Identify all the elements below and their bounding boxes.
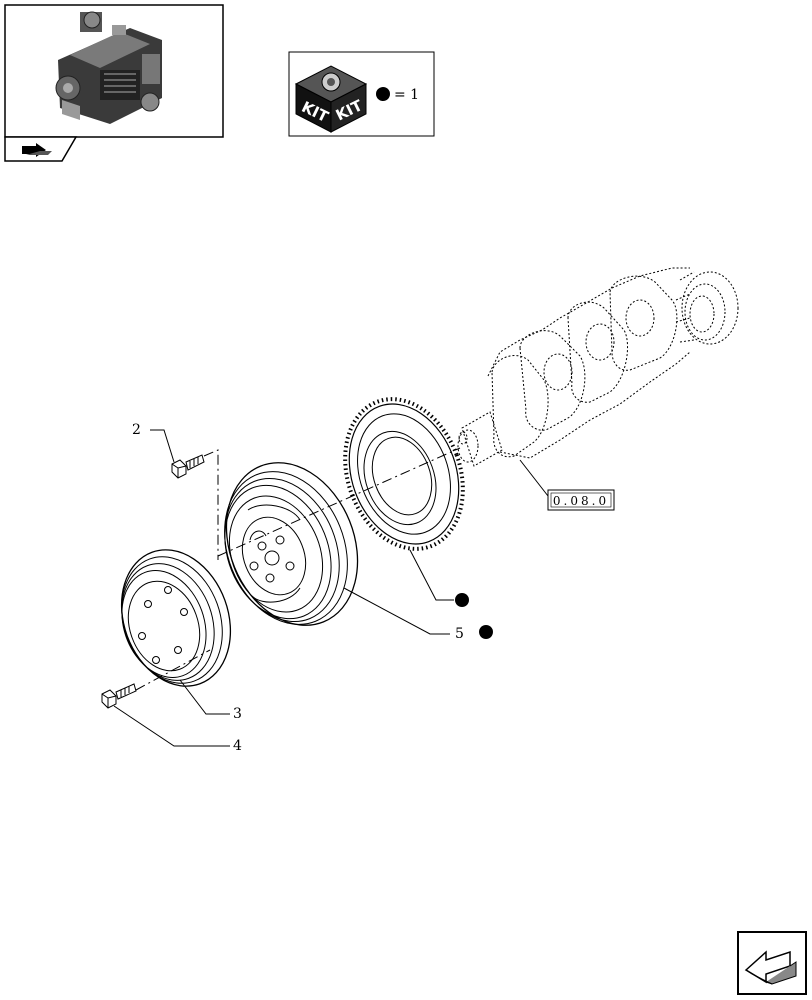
kit-dot-icon — [376, 87, 390, 101]
back-arrow-icon — [744, 950, 797, 985]
back-button[interactable] — [737, 931, 807, 995]
kit-legend: KIT KIT = 1 — [288, 51, 435, 137]
arrow-nav-icon — [22, 143, 52, 157]
tone-wheel — [343, 397, 465, 551]
callout-tone-wheel[interactable] — [409, 549, 469, 607]
reference-text: 0.08.0 — [553, 494, 609, 508]
nav-tab[interactable] — [4, 136, 78, 162]
kit-marker-dot — [455, 593, 469, 607]
bolt-lower — [101, 683, 137, 709]
callout-5[interactable]: 5 — [343, 587, 493, 642]
callout-4[interactable]: 4 — [113, 705, 242, 754]
center-lines — [135, 447, 461, 691]
svg-text:4: 4 — [233, 738, 242, 754]
front-pulley — [120, 549, 232, 687]
svg-text:5: 5 — [455, 626, 464, 642]
reference-box[interactable]: 0.08.0 — [519, 459, 615, 511]
callout-3[interactable]: 3 — [179, 679, 242, 722]
crankshaft — [457, 267, 739, 467]
kit-equals-text: = 1 — [394, 87, 419, 103]
engine-thumbnail[interactable] — [4, 4, 224, 138]
kit-marker-dot — [479, 625, 493, 639]
bolt-upper — [171, 454, 205, 479]
engine-thumbnail-icon — [55, 11, 162, 124]
svg-text:2: 2 — [132, 422, 141, 438]
svg-text:3: 3 — [233, 706, 242, 722]
damper-pulley — [224, 462, 359, 626]
callout-2[interactable]: 2 — [132, 422, 175, 463]
